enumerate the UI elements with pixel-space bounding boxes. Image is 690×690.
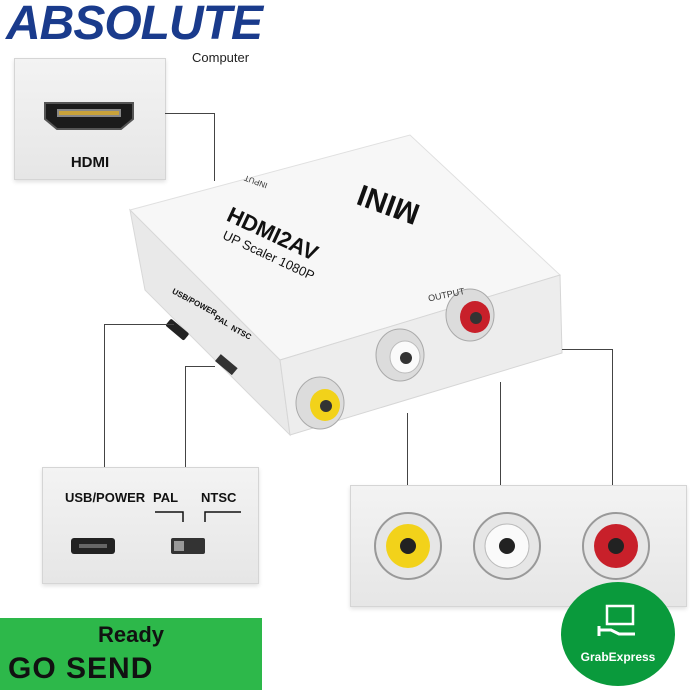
leader-line bbox=[500, 382, 501, 526]
hdmi2av-converter-device: MINI HDMI2AV UP Scaler 1080P INPUT OUTPU… bbox=[129, 134, 563, 437]
rca-white-jack-icon bbox=[375, 328, 425, 382]
leader-line bbox=[185, 366, 186, 467]
hdmi-label: HDMI bbox=[70, 154, 110, 171]
brand-logo: ABSOLUTE Computer bbox=[6, 0, 276, 65]
pal-ntsc-switch-icon bbox=[171, 538, 205, 554]
hdmi-inset-panel: HDMI bbox=[14, 58, 166, 180]
leader-line bbox=[407, 413, 408, 526]
leader-line bbox=[612, 349, 613, 526]
pal-ntsc-bracket-icon bbox=[155, 511, 241, 522]
ready-text: Ready bbox=[97, 622, 165, 647]
leader-line bbox=[165, 113, 215, 114]
rca-white-jack-icon bbox=[473, 512, 541, 580]
ntsc-label: NTSC bbox=[201, 490, 237, 505]
usb-power-label: USB/POWER bbox=[65, 490, 146, 505]
package-hand-icon bbox=[597, 604, 635, 636]
ready-gosend-banner: Ready GO SEND bbox=[0, 618, 262, 690]
leader-line bbox=[562, 349, 612, 350]
rca-red-jack-icon bbox=[445, 288, 495, 342]
rca-yellow-jack-icon bbox=[374, 512, 442, 580]
leader-line bbox=[185, 366, 215, 367]
pal-label: PAL bbox=[153, 490, 179, 505]
usb-inset-panel: USB/POWER PAL NTSC bbox=[42, 467, 259, 584]
leader-line bbox=[104, 324, 105, 467]
gosend-text: GO SEND bbox=[8, 652, 154, 685]
logo-brand-text: ABSOLUTE bbox=[6, 0, 263, 50]
logo-sub-text: Computer bbox=[192, 50, 250, 65]
rca-jacks-closeup bbox=[374, 512, 650, 580]
mini-usb-port-icon bbox=[71, 538, 115, 554]
rca-red-jack-icon bbox=[582, 512, 650, 580]
grabexpress-badge: GrabExpress bbox=[561, 582, 675, 686]
leader-line bbox=[104, 324, 174, 325]
grabexpress-label: GrabExpress bbox=[580, 650, 656, 664]
hdmi-port-icon bbox=[44, 102, 134, 130]
rca-yellow-jack-icon bbox=[295, 376, 345, 430]
leader-line bbox=[214, 113, 215, 181]
pal-ntsc-switch-icon bbox=[215, 354, 238, 376]
